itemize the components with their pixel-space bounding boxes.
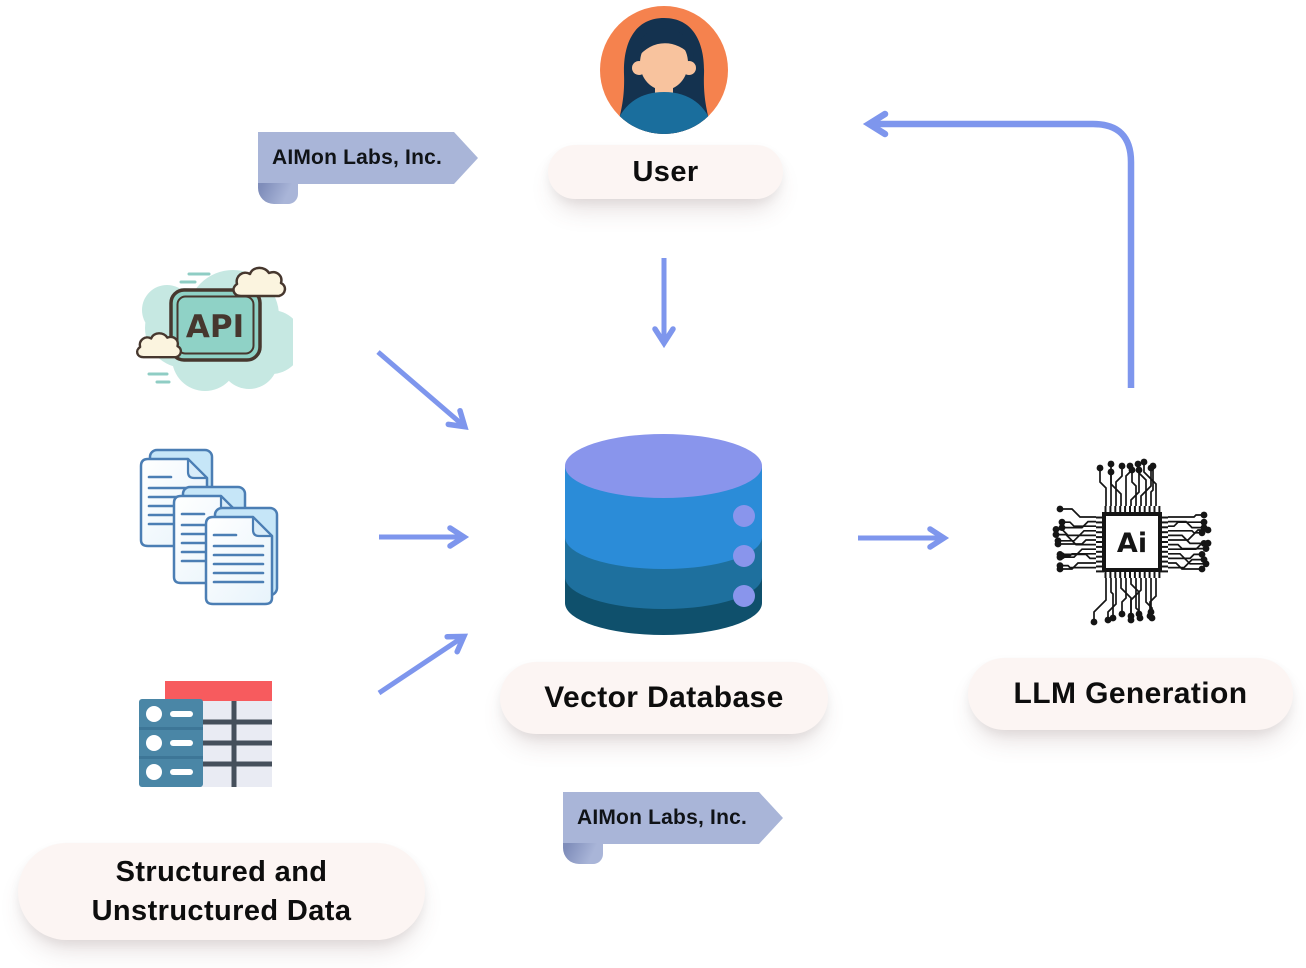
aimon-ribbon-top: AIMon Labs, Inc. — [258, 132, 478, 204]
llm-chip-icon: Ai — [1052, 458, 1212, 626]
llm-generation-label-pill: LLM Generation — [968, 658, 1293, 730]
document-3 — [204, 506, 279, 606]
aimon-ribbon-top-label: AIMon Labs, Inc. — [271, 146, 443, 169]
user-label-pill: User — [548, 145, 783, 199]
api-badge-inner-border — [176, 295, 255, 355]
cylinder-lid — [565, 434, 762, 498]
avatar-face — [640, 36, 688, 90]
chip-traces — [1052, 458, 1212, 626]
table-panel-separators — [139, 727, 203, 759]
avatar-fringe — [636, 28, 694, 62]
aimon-ribbon-bottom-label: AIMon Labs, Inc. — [576, 806, 748, 829]
table-icon — [139, 681, 272, 787]
api-badge — [169, 288, 262, 362]
arrow-api-to-db — [376, 350, 469, 430]
vector-database-label: Vector Database — [544, 681, 784, 714]
sources-label-line1: Structured and — [115, 855, 328, 888]
user-avatar-icon — [600, 6, 728, 134]
ribbon-shape — [563, 792, 783, 844]
cylinder-dot-2 — [733, 545, 755, 567]
documents-icon — [139, 448, 279, 606]
cloud-left-icon — [135, 332, 183, 359]
ribbon-fold — [258, 183, 298, 204]
ribbon-fold — [563, 843, 603, 864]
cylinder-dot-3 — [733, 585, 755, 607]
llm-generation-label: LLM Generation — [1013, 677, 1248, 710]
vector-database-icon — [565, 434, 762, 635]
aimon-ribbon-bottom: AIMon Labs, Inc. — [563, 792, 783, 864]
arrow-table-to-db — [377, 633, 469, 696]
table-panel-rows — [146, 706, 193, 780]
user-label: User — [632, 155, 699, 188]
vector-database-label-pill: Vector Database — [500, 662, 828, 734]
avatar-shirt — [613, 92, 715, 134]
api-cloud-icon: API — [135, 266, 293, 391]
sources-label-pill: Structured and Unstructured Data — [18, 843, 425, 940]
chip-body — [1102, 512, 1162, 572]
chip-ai-text: Ai — [1117, 528, 1147, 559]
cylinder-dot-1 — [733, 505, 755, 527]
table-header — [165, 681, 272, 701]
sources-label-line2: Unstructured Data — [91, 894, 352, 927]
api-dashes — [147, 272, 211, 384]
arrow-llm-to-user — [862, 110, 1135, 388]
api-label-text: API — [186, 309, 244, 345]
ribbon-shape — [258, 132, 478, 184]
